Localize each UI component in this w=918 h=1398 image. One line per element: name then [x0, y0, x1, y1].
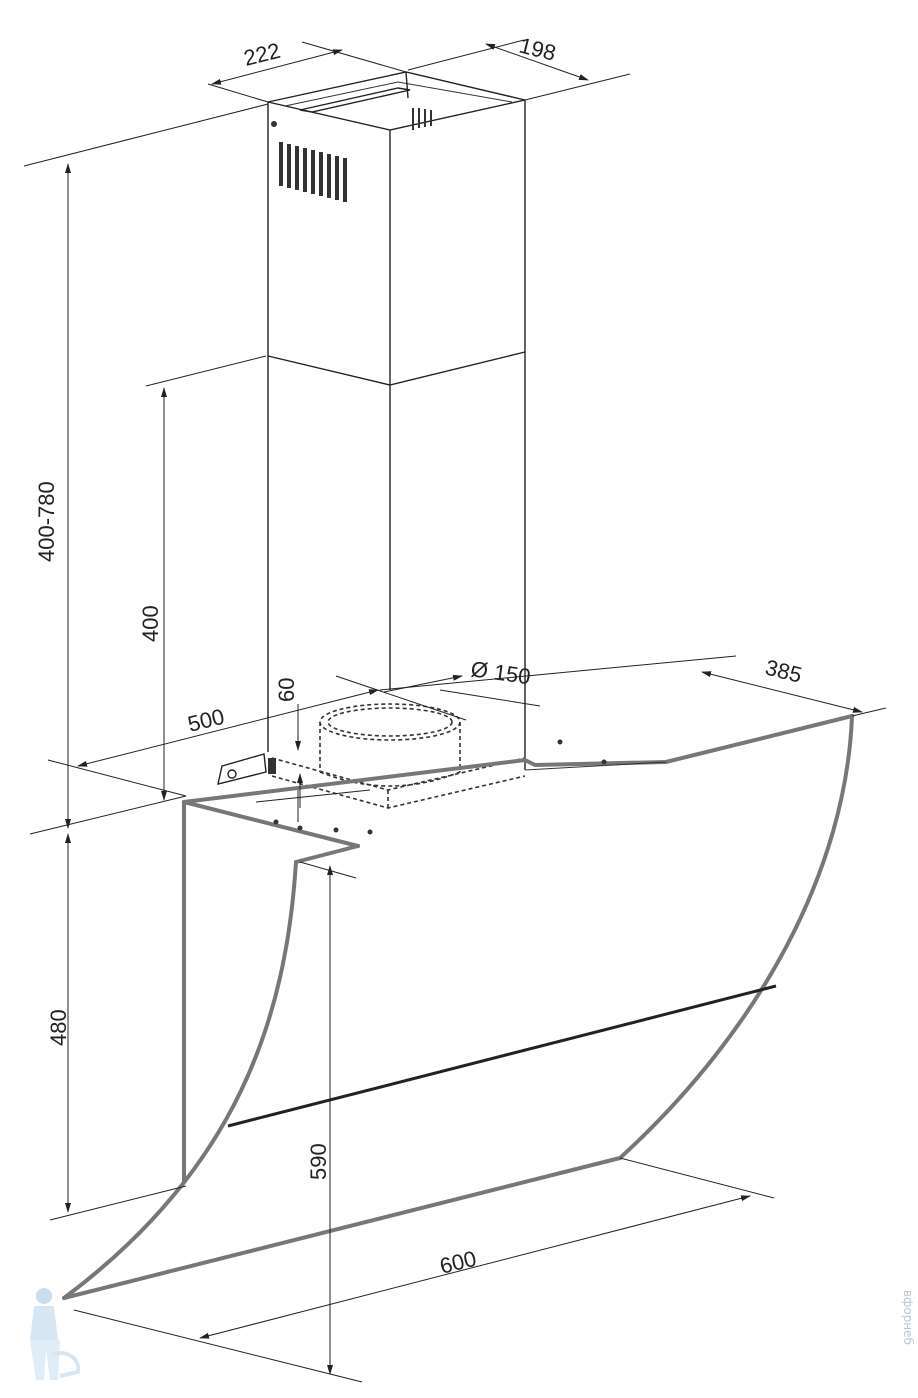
glass-left-curve — [62, 860, 298, 1300]
watermark-text: вфорнеб — [901, 1290, 915, 1345]
wall-bracket — [217, 753, 276, 785]
side-vent-grille — [271, 121, 347, 202]
label-canopy-depth-top: 500 — [185, 704, 227, 737]
dim-canopy-width — [199, 1157, 775, 1339]
canopy — [62, 714, 854, 1300]
dim-canopy-height — [49, 833, 187, 1221]
label-chimney-height-range: 400-780 — [34, 481, 59, 562]
dim-glass-height — [73, 861, 363, 1383]
label-duct-diameter: Ø 150 — [469, 656, 532, 689]
chimney-top-bracket — [299, 87, 411, 113]
dim-canopy-side-depth — [701, 671, 887, 717]
top-vent-grille — [412, 108, 432, 130]
label-canopy-height: 480 — [46, 1009, 71, 1046]
dim-chimney-height-range — [23, 103, 269, 835]
dim-chimney-depth — [407, 39, 631, 101]
label-chimney-depth: 198 — [517, 33, 559, 66]
glass-right-curve — [618, 714, 854, 1160]
label-lower-chimney-height: 400 — [138, 605, 163, 642]
mounting-holes — [273, 739, 607, 835]
label-duct-offset: 60 — [274, 678, 299, 702]
dim-canopy-depth-top — [47, 655, 737, 797]
glass-band — [227, 984, 777, 1128]
chimney — [267, 71, 526, 770]
label-canopy-side-depth: 385 — [763, 655, 805, 688]
label-canopy-width: 600 — [437, 1246, 479, 1279]
watermark-plumber-logo — [30, 1288, 81, 1380]
duct-connection — [271, 703, 526, 809]
label-chimney-width: 222 — [241, 38, 283, 71]
label-glass-height: 590 — [306, 1143, 331, 1180]
dim-chimney-width — [207, 41, 407, 103]
dim-duct-diameter — [335, 674, 541, 721]
glass-bottom-edge — [62, 1156, 622, 1300]
